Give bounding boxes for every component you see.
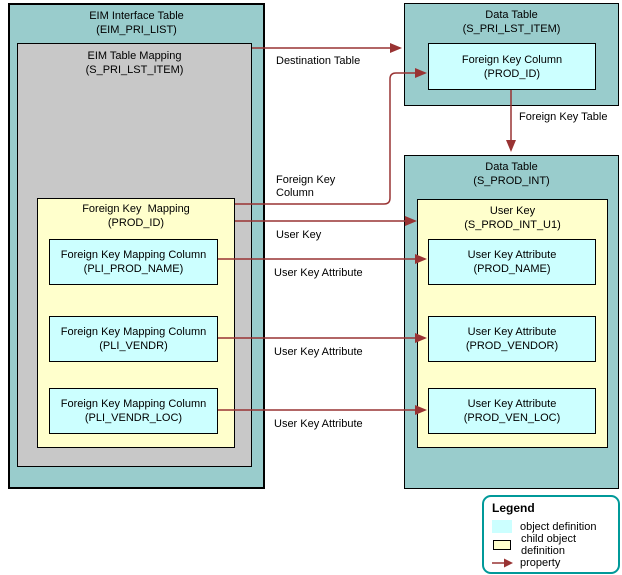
user-key-attribute-title: User Key Attribute bbox=[467, 398, 557, 410]
property-arrow-icon bbox=[492, 558, 513, 567]
label-foreign-key-table: Foreign Key Table bbox=[519, 111, 608, 123]
legend-item-label: property bbox=[520, 556, 561, 569]
foreign-key-mapping-column-box: Foreign Key Mapping Column (PLI_PROD_NAM… bbox=[49, 239, 218, 285]
object-definition-swatch bbox=[492, 520, 512, 533]
legend-item-label: child object definition bbox=[521, 532, 577, 557]
legend: Legend object definition child object de… bbox=[482, 495, 620, 574]
data-table-bottom-title: Data Table bbox=[485, 161, 538, 173]
fk-mapping-column-title: Foreign Key Mapping Column bbox=[60, 249, 207, 261]
fk-mapping-column-subtitle: (PLI_VENDR_LOC) bbox=[84, 412, 183, 424]
data-table-top-subtitle: (S_PRI_LST_ITEM) bbox=[462, 23, 561, 35]
foreign-key-mapping-title: Foreign Key Mapping bbox=[82, 203, 190, 215]
legend-item-object-definition: object definition bbox=[492, 520, 610, 533]
foreign-key-mapping-column-box: Foreign Key Mapping Column (PLI_VENDR_LO… bbox=[49, 388, 218, 434]
label-foreign-key-column: Foreign Key Column bbox=[276, 174, 336, 199]
user-key-attribute-title: User Key Attribute bbox=[467, 326, 557, 338]
user-key-title: User Key bbox=[489, 205, 536, 217]
user-key-attribute-box: User Key Attribute (PROD_VENDOR) bbox=[428, 316, 596, 362]
user-key-attribute-box: User Key Attribute (PROD_VEN_LOC) bbox=[428, 388, 596, 434]
child-object-definition-swatch bbox=[493, 539, 511, 550]
fk-mapping-column-subtitle: (PLI_VENDR) bbox=[99, 340, 168, 352]
label-user-key-attribute-2: User Key Attribute bbox=[274, 346, 363, 358]
user-key-attribute-box: User Key Attribute (PROD_NAME) bbox=[428, 239, 596, 285]
user-key-attribute-title: User Key Attribute bbox=[467, 249, 557, 261]
eim-table-mapping-title: EIM Table Mapping bbox=[87, 50, 182, 62]
foreign-key-column-title: Foreign Key Column bbox=[461, 53, 563, 66]
label-user-key-attribute-1: User Key Attribute bbox=[274, 267, 363, 279]
foreign-key-column-subtitle: (PROD_ID) bbox=[483, 67, 541, 80]
user-key-subtitle: (S_PROD_INT_U1) bbox=[464, 219, 561, 231]
fk-mapping-column-subtitle: (PLI_PROD_NAME) bbox=[83, 263, 184, 275]
label-user-key-attribute-3: User Key Attribute bbox=[274, 418, 363, 430]
legend-item-child-object-definition: child object definition bbox=[492, 533, 610, 557]
label-destination-table: Destination Table bbox=[276, 55, 361, 67]
eim-table-mapping-subtitle: (S_PRI_LST_ITEM) bbox=[85, 64, 184, 76]
fk-mapping-column-title: Foreign Key Mapping Column bbox=[60, 326, 207, 338]
legend-title: Legend bbox=[492, 501, 535, 515]
foreign-key-mapping-subtitle: (PROD_ID) bbox=[107, 217, 165, 229]
data-table-bottom-subtitle: (S_PROD_INT) bbox=[473, 175, 550, 187]
legend-item-property: property bbox=[492, 556, 610, 569]
legend-item-label: object definition bbox=[520, 520, 597, 533]
eim-interface-table-title: EIM Interface Table bbox=[89, 10, 184, 22]
foreign-key-column-box: Foreign Key Column (PROD_ID) bbox=[428, 43, 596, 90]
label-user-key: User Key bbox=[276, 229, 322, 241]
user-key-attribute-subtitle: (PROD_VEN_LOC) bbox=[463, 412, 561, 424]
user-key-attribute-subtitle: (PROD_VENDOR) bbox=[465, 340, 559, 352]
fk-mapping-column-title: Foreign Key Mapping Column bbox=[60, 398, 207, 410]
data-table-top-title: Data Table bbox=[485, 9, 538, 21]
user-key-attribute-subtitle: (PROD_NAME) bbox=[473, 263, 551, 275]
eim-interface-table-subtitle: (EIM_PRI_LIST) bbox=[96, 24, 177, 36]
foreign-key-mapping-column-box: Foreign Key Mapping Column (PLI_VENDR) bbox=[49, 316, 218, 362]
